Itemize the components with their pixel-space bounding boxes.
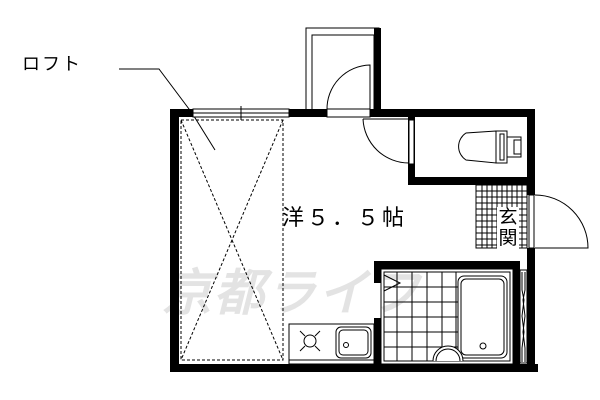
main-room-label: 洋５．５帖 (282, 206, 408, 231)
entrance-door-swing (534, 194, 589, 249)
loft-outline (180, 119, 284, 361)
entrance-door (528, 194, 589, 249)
toilet-icon (458, 130, 497, 164)
entrance-label: 玄関 (497, 206, 519, 249)
closet-door-swing (326, 64, 371, 111)
top-window (192, 106, 290, 120)
washbasin-icon (432, 345, 464, 362)
loft-label: ロフト (22, 54, 82, 75)
bathtub-icon (457, 275, 508, 359)
bathroom (380, 268, 514, 365)
bath-window (519, 269, 528, 364)
loft-leader-line (119, 68, 216, 151)
toilet-room (362, 118, 522, 165)
bathroom-tiles (384, 272, 458, 361)
toilet-door-swing (362, 118, 410, 164)
storage-closet (305, 27, 381, 111)
kitchen (288, 323, 375, 365)
sink-icon (335, 326, 372, 359)
stove-icon (299, 330, 321, 352)
walls (170, 109, 538, 372)
